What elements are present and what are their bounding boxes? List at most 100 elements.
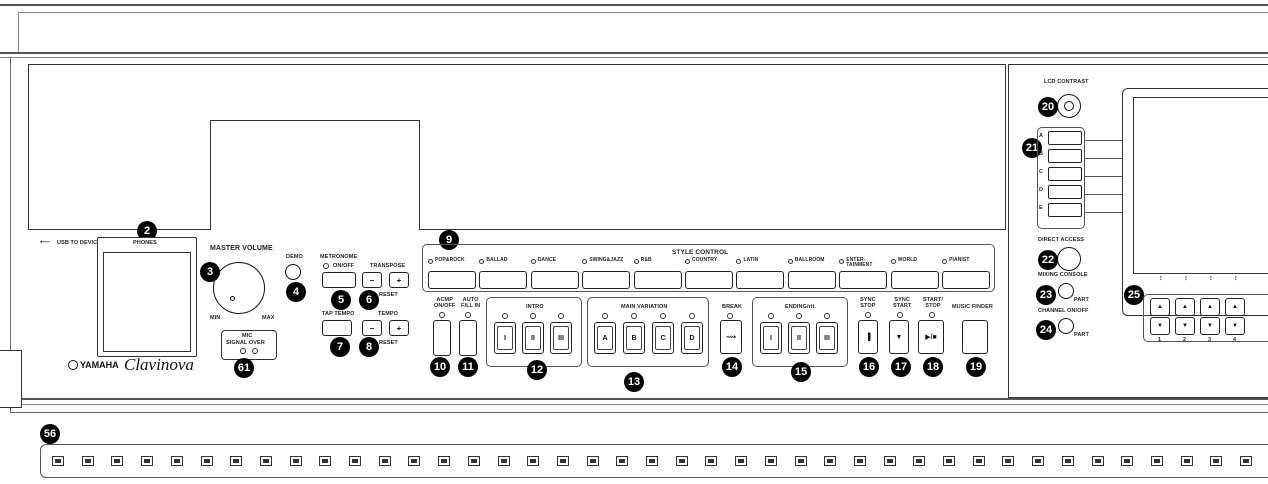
style-led [633, 259, 639, 264]
tab-down-button[interactable]: ▼ [1200, 317, 1220, 335]
style-button[interactable] [685, 271, 733, 289]
transpose-minus-button[interactable]: − [362, 272, 382, 288]
tab-tick: ⋮ [1208, 276, 1214, 282]
tab-number: 4 [1233, 337, 1237, 343]
style-led [942, 259, 948, 264]
side-button[interactable] [1048, 131, 1082, 145]
style-button[interactable] [942, 271, 990, 289]
usb-icon: ⟵ [40, 239, 51, 246]
main-variation-button[interactable]: D [681, 322, 703, 354]
preset-icon [735, 456, 748, 466]
style-button[interactable] [890, 271, 939, 289]
ending-label: ENDING/rit. [785, 304, 817, 310]
ending-led [824, 313, 830, 319]
ending-button[interactable]: I [760, 322, 782, 354]
start-stop-button[interactable]: ▶/■ [918, 320, 944, 354]
sync-start-button[interactable]: ▼ [889, 320, 909, 354]
tab-up-button[interactable]: ▲ [1150, 298, 1170, 316]
style-button[interactable] [839, 271, 888, 289]
side-button[interactable] [1048, 185, 1082, 199]
ending-button-label: II [791, 326, 807, 350]
intro-button-label: II [525, 326, 541, 350]
tab-down-button[interactable]: ▼ [1225, 317, 1245, 335]
channel-onoff-button[interactable] [1058, 318, 1074, 334]
break-button[interactable]: ⟿ [720, 320, 742, 354]
side-button-letter: A [1039, 133, 1044, 139]
yamaha-logo: YAMAHA [80, 360, 119, 370]
main-variation-button-label: C [655, 326, 671, 350]
style-button[interactable] [582, 271, 631, 289]
direct-access-button[interactable] [1057, 247, 1081, 271]
tab-number: 1 [1158, 337, 1162, 343]
acmp-button[interactable] [433, 320, 451, 356]
lcd-contrast-label: LCD CONTRAST [1044, 79, 1089, 85]
start-stop-led [929, 312, 935, 318]
lcd-contrast-knob[interactable] [1057, 94, 1081, 118]
side-button[interactable] [1048, 149, 1082, 163]
left-side-tab [0, 350, 22, 408]
style-button[interactable] [787, 271, 836, 289]
ending-button[interactable]: III [816, 322, 838, 354]
side-button[interactable] [1048, 167, 1082, 181]
style-button-label: SWING&JAZZ [589, 257, 624, 263]
intro-button[interactable]: II [522, 322, 544, 354]
tempo-plus-button[interactable]: + [389, 320, 409, 336]
mixing-console-button[interactable] [1058, 283, 1074, 299]
style-button[interactable] [479, 271, 528, 289]
intro-label: INTRO [526, 304, 544, 310]
phones-jack-area[interactable] [103, 252, 191, 352]
music-finder-button[interactable] [962, 320, 988, 354]
callout-22: 22 [1038, 250, 1058, 270]
preset-icon [1180, 456, 1193, 466]
style-button[interactable] [736, 271, 785, 289]
tab-up-button[interactable]: ▲ [1225, 298, 1245, 316]
ending-button[interactable]: II [788, 322, 810, 354]
top-frame-left [18, 12, 19, 52]
style-button[interactable] [530, 271, 579, 289]
main-variation-button[interactable]: A [594, 322, 616, 354]
style-button[interactable] [633, 271, 682, 289]
preset-icon [616, 456, 629, 466]
panel-left-edge [10, 57, 11, 412]
ending-button-label: I [763, 326, 779, 350]
tab-down-button[interactable]: ▼ [1150, 317, 1170, 335]
preset-icon [586, 456, 599, 466]
main-variation-button[interactable]: B [623, 322, 645, 354]
tab-down-button[interactable]: ▼ [1175, 317, 1195, 335]
main-variation-button[interactable]: C [652, 322, 674, 354]
preset-icon [824, 456, 837, 466]
style-led [582, 259, 588, 264]
callout-18: 18 [923, 357, 943, 377]
tab-up-button[interactable]: ▲ [1200, 298, 1220, 316]
auto-fill-button[interactable] [459, 320, 477, 356]
style-led [479, 259, 485, 264]
callout-13: 13 [624, 372, 644, 392]
callout-11: 11 [458, 357, 478, 377]
tab-up-button[interactable]: ▲ [1175, 298, 1195, 316]
tap-tempo-button[interactable] [322, 320, 352, 336]
sync-stop-button[interactable]: ▐ [858, 320, 878, 354]
master-volume-knob[interactable] [213, 262, 265, 314]
style-button[interactable] [428, 271, 476, 289]
callout-25: 25 [1124, 285, 1144, 305]
preset-icon [1032, 456, 1045, 466]
signal-over-label: SIGNAL OVER [226, 340, 265, 346]
tab-buttons-group [1143, 294, 1268, 342]
style-button-label: BALLROOM [794, 257, 825, 263]
intro-button[interactable]: III [550, 322, 572, 354]
tempo-label: TEMPO [378, 311, 399, 317]
intro-button[interactable]: I [494, 322, 516, 354]
metronome-button[interactable] [322, 272, 356, 288]
ending-button-label: III [819, 326, 835, 350]
clavinova-logo: Clavinova [124, 355, 194, 374]
transpose-plus-button[interactable]: + [389, 272, 409, 288]
side-button[interactable] [1048, 203, 1082, 217]
preset-icon [408, 456, 421, 466]
mic-led-1 [240, 348, 246, 354]
tempo-minus-button[interactable]: − [362, 320, 382, 336]
ending-led [796, 313, 802, 319]
style-control-label: STYLE CONTROL [672, 249, 729, 256]
demo-button[interactable] [285, 264, 301, 280]
main-variation-led [602, 313, 608, 319]
mic-label: MIC [242, 333, 253, 339]
